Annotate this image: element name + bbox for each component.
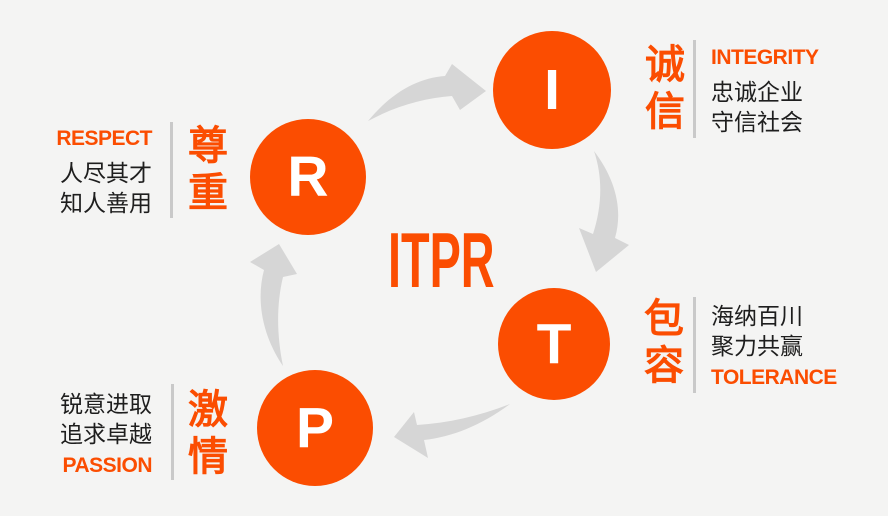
respect-text-block: RESPECT 人尽其才 知人善用 [45, 128, 152, 218]
integrity-circle: I [493, 31, 611, 149]
tolerance-zh-label: 包容 [638, 297, 682, 391]
passion-letter: P [295, 395, 335, 460]
tolerance-circle: T [498, 288, 610, 400]
passion-desc-line: 追求卓越 [60, 421, 152, 447]
integrity-text-block: INTEGRITY 忠诚企业 守信社会 [711, 47, 819, 137]
respect-desc-line: 人尽其才 [60, 160, 152, 186]
tolerance-divider [693, 297, 696, 393]
respect-en-label: RESPECT [56, 127, 152, 150]
tolerance-text-block: 海纳百川 聚力共赢 TOLERANCE [711, 301, 837, 389]
tolerance-en-label: TOLERANCE [711, 366, 837, 389]
cycle-arrow-top-icon [368, 64, 486, 121]
integrity-zh-label: 诚信 [639, 43, 683, 137]
integrity-divider [693, 40, 696, 138]
cycle-arrow-left-icon [250, 244, 297, 366]
integrity-en-label: INTEGRITY [711, 46, 819, 69]
integrity-desc-line: 忠诚企业 [711, 79, 803, 105]
tolerance-letter: T [536, 311, 572, 376]
integrity-desc-line: 守信社会 [711, 109, 803, 135]
respect-divider [170, 122, 173, 218]
passion-divider [171, 384, 174, 480]
respect-circle: R [250, 119, 366, 235]
tolerance-desc-line: 聚力共赢 [711, 333, 803, 359]
passion-circle: P [257, 370, 373, 486]
passion-text-block: 锐意进取 追求卓越 PASSION [45, 389, 153, 477]
respect-desc-line: 知人善用 [60, 190, 152, 216]
center-title: ITPR [388, 216, 495, 304]
respect-letter: R [287, 144, 329, 209]
integrity-letter: I [544, 57, 560, 122]
tolerance-desc-line: 海纳百川 [711, 303, 803, 329]
cycle-arrow-right-icon [579, 151, 629, 272]
passion-zh-label: 激情 [182, 388, 226, 482]
cycle-arrow-bottom-icon [394, 404, 510, 458]
passion-desc-line: 锐意进取 [60, 391, 152, 417]
respect-zh-label: 尊重 [182, 124, 226, 218]
passion-en-label: PASSION [62, 454, 153, 477]
